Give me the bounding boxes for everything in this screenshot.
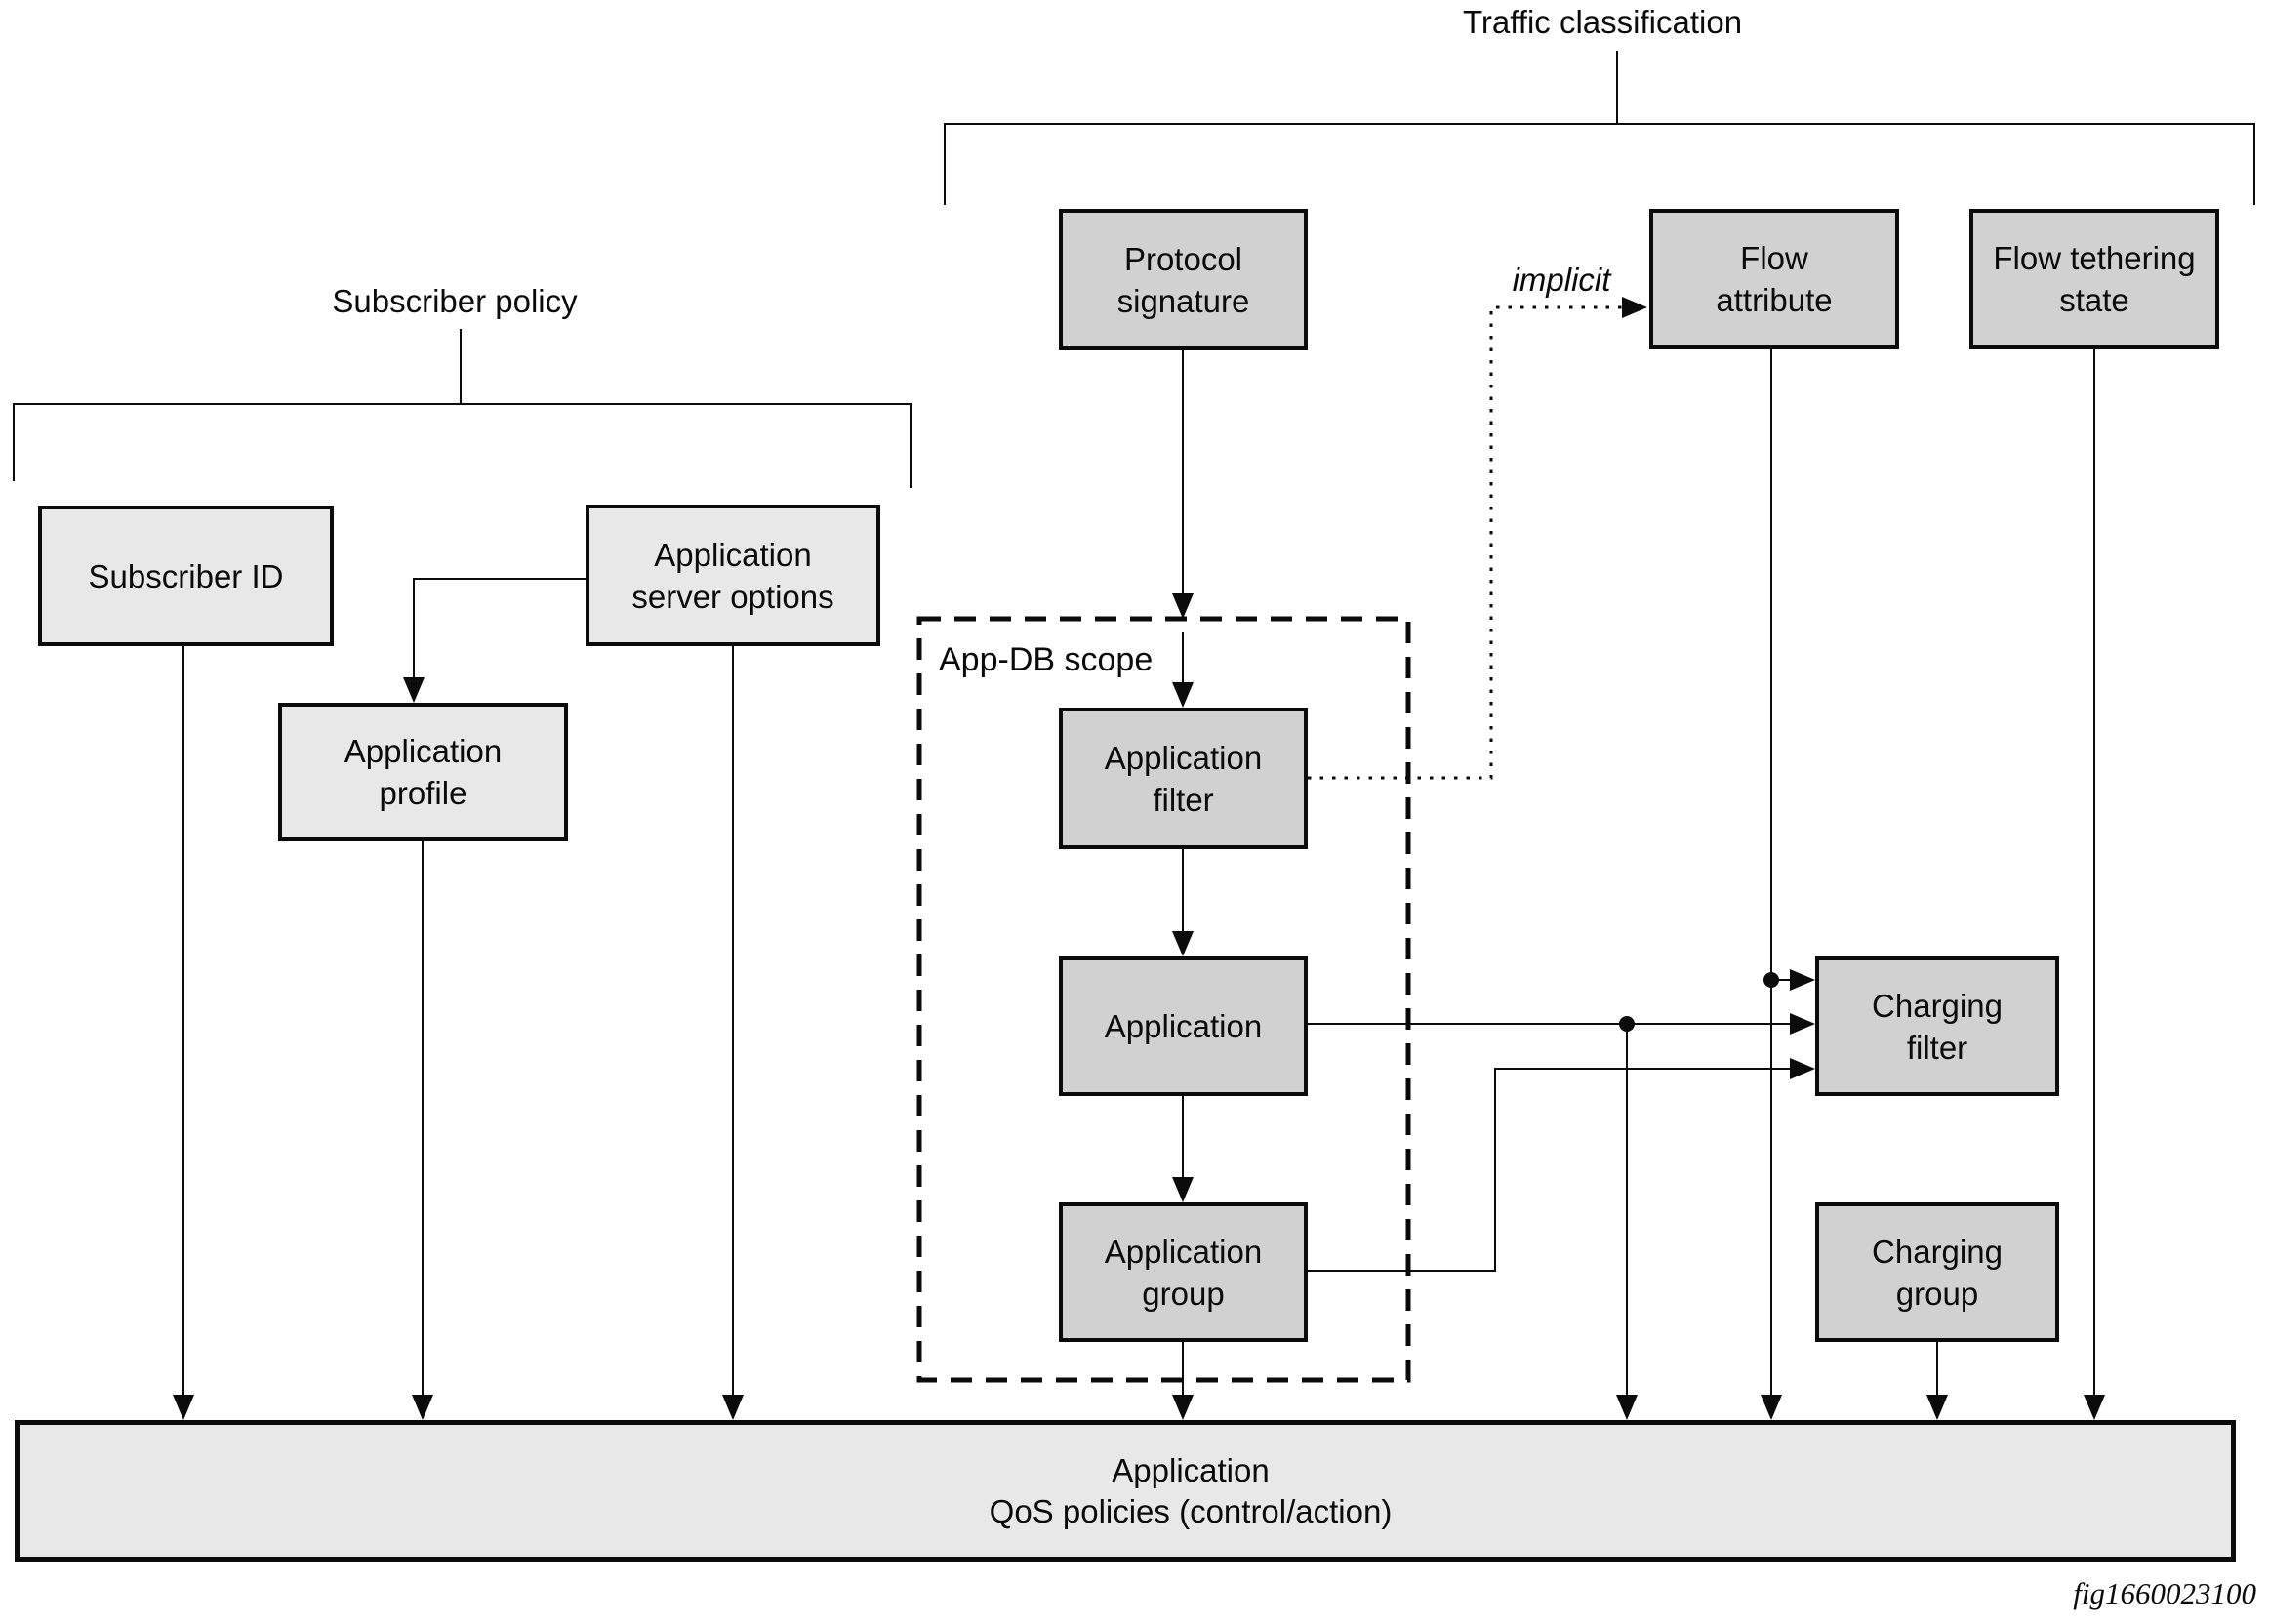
app-db-scope-label: App-DB scope	[939, 641, 1154, 678]
traffic-classification-label: Traffic classification	[1462, 4, 1743, 40]
node-application-profile: Application profile	[278, 703, 568, 841]
edge-server-options-to-qos	[722, 646, 744, 1420]
figure-id-label: fig1660023100	[2073, 1576, 2256, 1610]
node-application-server-options: Application server options	[586, 505, 880, 646]
edge-subscriber-id-to-qos	[173, 646, 194, 1420]
edge-charging-group-to-qos	[1926, 1342, 1948, 1420]
node-subscriber-id: Subscriber ID	[38, 506, 334, 646]
edge-application-to-charging-filter	[1308, 1013, 1815, 1420]
edge-implicit-filter-to-flow-attribute	[1308, 297, 1647, 780]
subscriber-policy-label: Subscriber policy	[332, 283, 578, 319]
edge-flow-tethering-to-qos	[2084, 349, 2105, 1420]
node-application: Application	[1059, 956, 1308, 1096]
edge-profile-to-qos	[412, 841, 433, 1420]
edge-flow-attribute-to-qos	[1761, 349, 1815, 1420]
node-qos-policies-bar: Application QoS policies (control/action…	[15, 1420, 2236, 1562]
node-charging-group: Charging group	[1815, 1202, 2059, 1342]
qos-policies-label: Application QoS policies (control/action…	[989, 1451, 1393, 1529]
edge-filter-to-application	[1172, 849, 1194, 956]
node-application-group: Application group	[1059, 1202, 1308, 1342]
node-application-filter: Application filter	[1059, 708, 1308, 849]
app-db-scope-box	[916, 616, 1411, 1383]
node-flow-attribute: Flow attribute	[1649, 209, 1899, 349]
edge-protocol-to-filter	[1172, 350, 1194, 708]
edge-group-to-charging-filter	[1308, 1058, 1815, 1272]
edge-group-to-qos	[1172, 1342, 1194, 1420]
edge-application-to-group	[1172, 1096, 1194, 1202]
traffic-classification-bracket	[944, 51, 2255, 205]
node-charging-filter: Charging filter	[1815, 956, 2059, 1096]
implicit-annotation: implicit	[1512, 262, 1611, 298]
edge-server-options-to-profile	[403, 578, 586, 703]
subscriber-policy-bracket	[13, 329, 912, 488]
node-flow-tethering-state: Flow tethering state	[1969, 209, 2219, 349]
node-protocol-signature: Protocol signature	[1059, 209, 1308, 350]
